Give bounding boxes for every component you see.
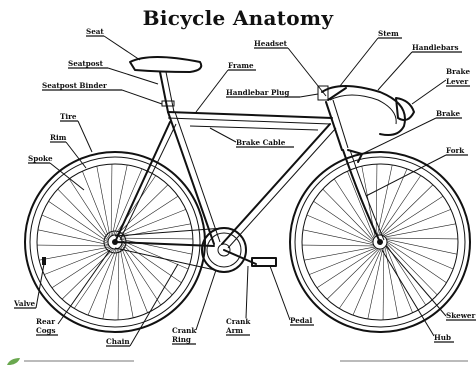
svg-text:Crank: Crank <box>172 326 197 335</box>
svg-text:Handlebar Plug: Handlebar Plug <box>226 88 289 97</box>
label-crank-arm: Crank Arm <box>225 266 251 335</box>
svg-text:Spoke: Spoke <box>28 154 53 163</box>
spoke-line <box>376 164 377 236</box>
svg-text:Pedal: Pedal <box>290 316 312 325</box>
spoke-line <box>303 230 374 245</box>
label-rim: Rim <box>50 133 86 168</box>
spoke-line <box>377 165 392 236</box>
svg-text:Rim: Rim <box>50 133 67 142</box>
svg-text:Frame: Frame <box>228 61 254 70</box>
svg-text:Fork: Fork <box>446 146 465 155</box>
drop-bar-inner <box>330 95 396 124</box>
label-skewer: Skewer <box>386 246 476 320</box>
svg-text:Seat: Seat <box>86 27 104 36</box>
spoke-line <box>103 248 118 319</box>
spoke-line <box>37 245 109 246</box>
spoke-line <box>38 230 109 245</box>
spoke-line <box>120 247 133 318</box>
label-seat: Seat <box>86 27 140 60</box>
seat-stay <box>115 122 170 242</box>
spoke-line <box>39 247 110 260</box>
svg-text:Skewer: Skewer <box>446 311 476 320</box>
saddle <box>130 57 201 72</box>
svg-text:Brake: Brake <box>436 109 460 118</box>
label-valve: Valve <box>13 264 44 308</box>
brake-cable-line <box>190 126 318 130</box>
drivetrain <box>104 228 276 272</box>
svg-text:Lever: Lever <box>446 77 468 86</box>
label-frame: Frame <box>196 61 256 112</box>
svg-text:Handlebars: Handlebars <box>412 43 459 52</box>
svg-text:Seatpost Binder: Seatpost Binder <box>42 81 107 90</box>
spoke-line <box>118 248 119 320</box>
bike-frame <box>115 100 384 248</box>
label-tire: Tire <box>60 112 92 152</box>
stem-shape <box>328 88 346 100</box>
spoke-line <box>112 165 127 236</box>
label-handlebar-plug: Handlebar Plug <box>226 88 318 97</box>
svg-text:Chain: Chain <box>106 337 130 346</box>
svg-text:Arm: Arm <box>225 326 243 335</box>
svg-text:Tire: Tire <box>60 112 77 121</box>
footer-left-marks <box>24 358 144 364</box>
seat-assembly <box>130 57 201 112</box>
label-stem: Stem <box>340 29 402 86</box>
top-tube <box>168 112 332 118</box>
spoke-line <box>368 248 383 319</box>
spoke-line <box>304 247 375 260</box>
spoke-line <box>386 239 457 254</box>
spoke-line <box>386 238 458 239</box>
svg-text:Ring: Ring <box>172 335 191 344</box>
footer-right-marks <box>340 358 470 364</box>
svg-text:Crank: Crank <box>226 317 251 326</box>
label-brake-lever: Brake Lever <box>412 67 470 104</box>
spoke-line <box>383 248 384 320</box>
svg-text:Stem: Stem <box>378 29 399 38</box>
svg-text:Brake Cable: Brake Cable <box>236 138 286 147</box>
spoke-line <box>302 245 374 246</box>
top-tube-edge <box>168 118 330 124</box>
svg-text:Cogs: Cogs <box>36 326 56 335</box>
seat-stay-edge <box>120 124 176 240</box>
svg-text:Hub: Hub <box>434 333 451 342</box>
spoke-line <box>385 224 456 237</box>
label-seatpost-binder: Seatpost Binder <box>42 81 162 104</box>
svg-text:Rear: Rear <box>36 317 55 326</box>
svg-text:Valve: Valve <box>13 299 35 308</box>
svg-text:Seatpost: Seatpost <box>68 59 104 68</box>
label-brake-cable: Brake Cable <box>210 128 294 147</box>
spoke-line <box>111 164 112 236</box>
svg-text:Headset: Headset <box>254 39 288 48</box>
spoke-line <box>121 238 193 239</box>
leaf-logo-icon <box>6 357 22 366</box>
label-spoke: Spoke <box>28 154 84 190</box>
rear-valve <box>42 257 46 265</box>
head-tube-edge <box>333 100 348 148</box>
spoke-line <box>97 166 110 237</box>
svg-text:Brake: Brake <box>446 67 470 76</box>
